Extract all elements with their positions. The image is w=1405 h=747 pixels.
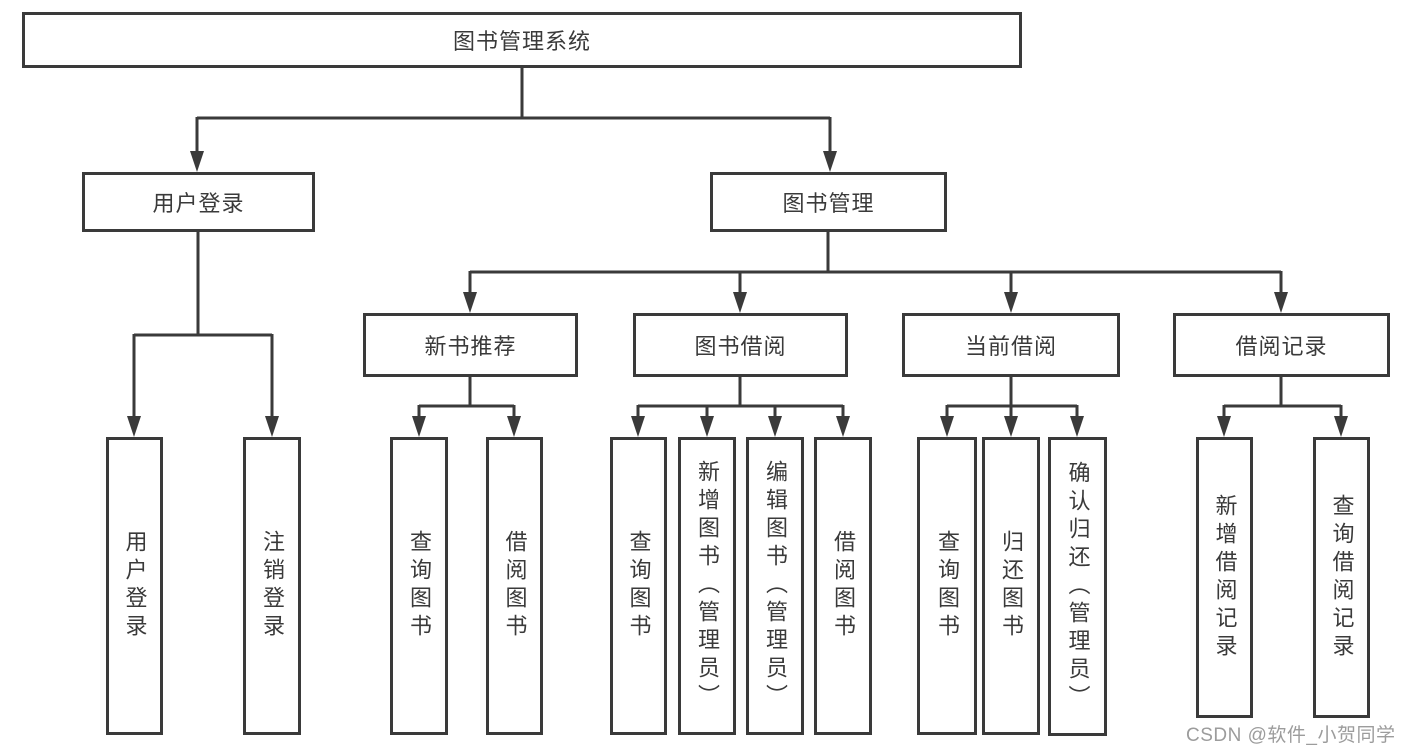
node-current-borrowing-label: 当前借阅	[964, 334, 1057, 359]
node-new-book-recommend: 新书推荐	[363, 313, 578, 377]
leaf-return-books: 归还图书	[982, 437, 1040, 735]
leaf-confirm-return-admin: 确认归还（管理员）	[1048, 437, 1107, 736]
node-user-login: 用户登录	[82, 172, 315, 232]
node-user-login-label: 用户登录	[152, 191, 245, 216]
leaf-add-books-admin-label: 新增图书（管理员）	[695, 460, 720, 712]
leaf-recommend-borrow-books: 借阅图书	[486, 437, 543, 735]
node-book-management-label: 图书管理	[782, 191, 875, 216]
node-borrowing-records: 借阅记录	[1173, 313, 1390, 377]
leaf-current-query-books-label: 查询图书	[935, 530, 960, 642]
node-root-system: 图书管理系统	[22, 12, 1022, 68]
leaf-logout: 注销登录	[243, 437, 301, 735]
csdn-watermark: CSDN @软件_小贺同学	[1186, 725, 1396, 746]
node-borrowing-records-label: 借阅记录	[1235, 334, 1328, 359]
leaf-edit-books-admin: 编辑图书（管理员）	[746, 437, 804, 735]
leaf-borrow-query-books-label: 查询图书	[626, 530, 652, 642]
leaf-add-books-admin: 新增图书（管理员）	[678, 437, 736, 735]
leaf-borrow-books: 借阅图书	[814, 437, 872, 735]
leaf-query-borrow-record: 查询借阅记录	[1313, 437, 1370, 718]
leaf-borrow-query-books: 查询图书	[610, 437, 667, 735]
node-book-management: 图书管理	[710, 172, 947, 232]
leaf-recommend-borrow-books-label: 借阅图书	[502, 530, 528, 642]
leaf-add-borrow-record-label: 新增借阅记录	[1212, 493, 1238, 662]
leaf-user-login: 用户登录	[106, 437, 163, 735]
leaf-recommend-query-books: 查询图书	[390, 437, 448, 735]
leaf-confirm-return-admin-label: 确认归还（管理员）	[1065, 460, 1091, 713]
leaf-query-borrow-record-label: 查询借阅记录	[1329, 493, 1355, 662]
leaf-return-books-label: 归还图书	[999, 530, 1024, 642]
node-book-borrowing: 图书借阅	[633, 313, 848, 377]
leaf-user-login-label: 用户登录	[122, 530, 148, 642]
node-new-book-recommend-label: 新书推荐	[424, 334, 517, 359]
node-current-borrowing: 当前借阅	[902, 313, 1120, 377]
node-root-label: 图书管理系统	[452, 29, 591, 54]
node-book-borrowing-label: 图书借阅	[694, 334, 787, 359]
leaf-add-borrow-record: 新增借阅记录	[1196, 437, 1253, 718]
leaf-current-query-books: 查询图书	[917, 437, 977, 735]
leaf-edit-books-admin-label: 编辑图书（管理员）	[763, 460, 788, 712]
leaf-logout-label: 注销登录	[260, 530, 285, 642]
leaf-borrow-books-label: 借阅图书	[831, 530, 856, 642]
leaf-recommend-query-books-label: 查询图书	[407, 530, 432, 642]
